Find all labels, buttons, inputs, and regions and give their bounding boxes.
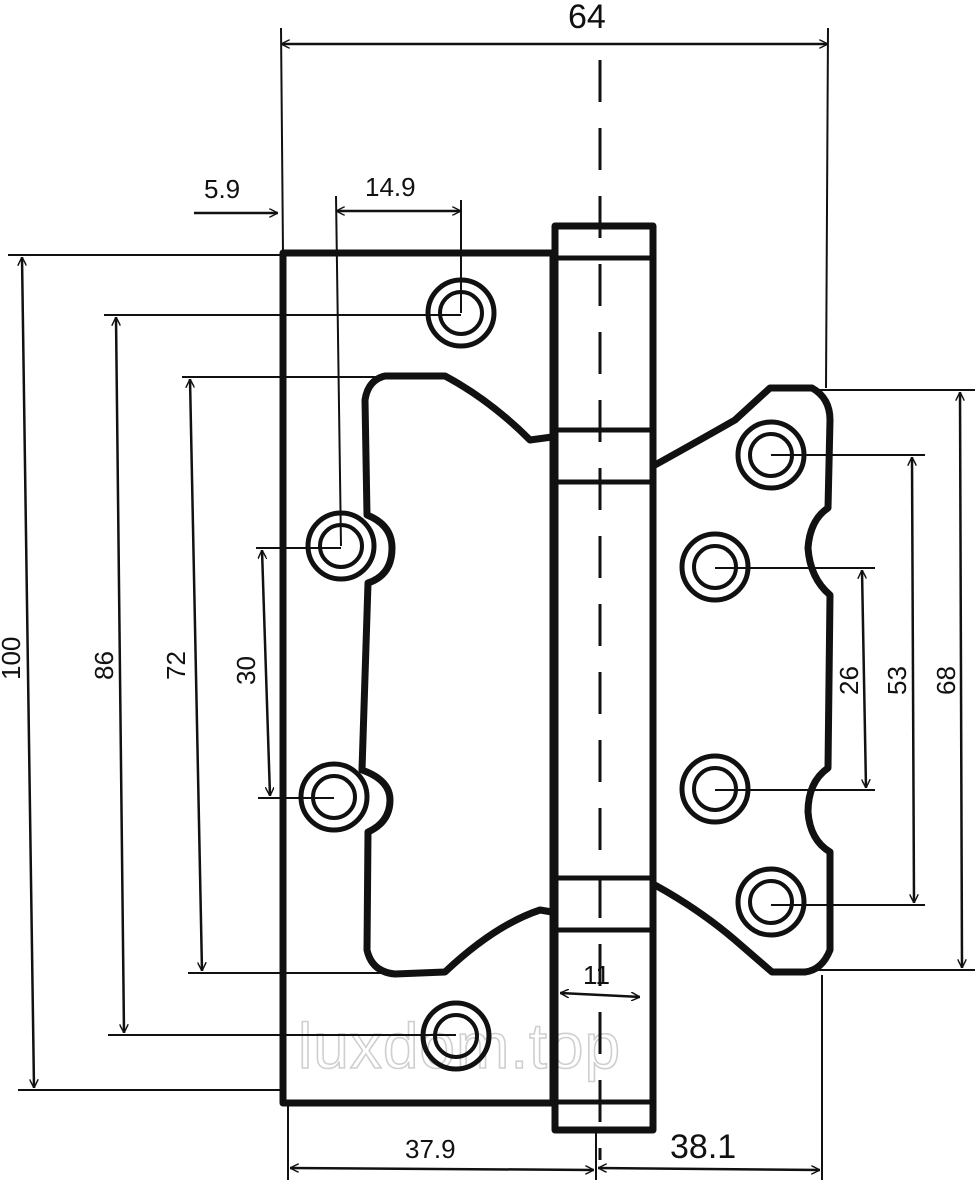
dim-label-right-leaf-width: 38.1 [670,1128,736,1166]
extension-line [335,195,342,547]
dim-label-left-cutout: 72 [161,651,191,680]
dim-label-left-leaf-height: 100 [0,637,26,680]
dim-label-overall-width: 64 [568,0,606,36]
right-leaf-outline [653,384,834,976]
dim-label-edge-offset: 5.9 [204,174,240,204]
dim-line-left-outer-holes [116,317,124,1033]
dim-label-left-leaf-width: 37.9 [405,1134,456,1164]
dim-line-left-leaf-height [22,257,34,1088]
dim-label-knuckle-width: 11 [583,960,610,990]
knuckle-outline [551,222,657,1134]
left-leaf-cutout [358,372,553,978]
dim-line-right-leaf-width [598,1168,820,1170]
right-hole-bottom [735,866,807,938]
extension-line [825,27,829,389]
dim-line-right-leaf-height [960,392,962,968]
dim-label-right-leaf-height: 68 [931,666,961,695]
dim-label-left-inner-holes: 30 [231,656,261,685]
dim-label-hole-offset: 14.9 [365,172,416,202]
dim-line-right-inner-holes [862,570,866,788]
dim-line-left-inner-holes [262,550,270,796]
dim-label-right-inner-holes: 26 [834,666,864,695]
dim-line-knuckle-width [560,993,640,997]
dim-label-right-outer-holes: 53 [882,666,912,695]
dim-line-right-outer-holes [912,457,914,903]
dim-line-left-leaf-width [290,1168,594,1170]
extension-line [280,27,284,254]
dim-label-left-outer-holes: 86 [89,651,119,680]
dim-line-left-cutout [190,379,202,971]
